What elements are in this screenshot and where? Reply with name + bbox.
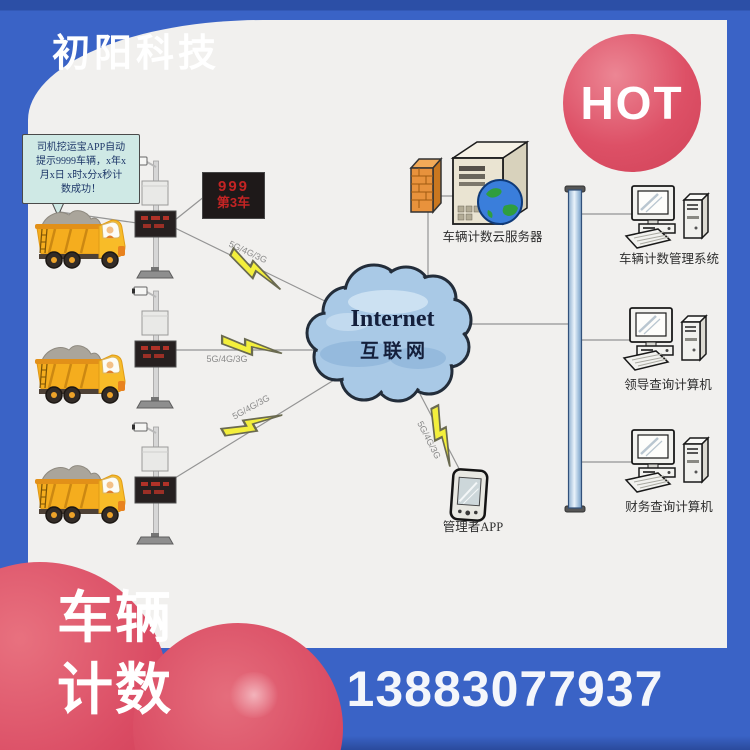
firewall-icon bbox=[409, 157, 443, 214]
hot-badge: HOT bbox=[563, 34, 701, 172]
desktop-computer-icon bbox=[624, 428, 710, 494]
manager-app-label: 管理者APP bbox=[442, 520, 504, 534]
blob-highlight bbox=[228, 672, 280, 718]
computer-label-management: 车辆计数管理系统 bbox=[618, 252, 719, 266]
desktop-computer-icon bbox=[624, 184, 710, 250]
led-vehicle-text: 第3车 bbox=[216, 195, 251, 210]
dump-truck-icon bbox=[33, 344, 127, 405]
pda-phone-icon bbox=[449, 468, 489, 522]
cloud-label-en: Internet bbox=[350, 306, 435, 332]
product-name-line2: 计数 bbox=[57, 658, 173, 721]
cloud-label-cn: 互联网 bbox=[359, 341, 429, 362]
roadside-led-display: 999 第3车 bbox=[202, 172, 265, 219]
product-name-line1: 车辆 bbox=[57, 586, 173, 649]
link-label-5g: 5G/4G/3G bbox=[206, 354, 248, 364]
backbone-bar-icon bbox=[564, 185, 586, 513]
product-name: 车辆 计数 bbox=[57, 582, 173, 726]
computer-label-finance: 财务查询计算机 bbox=[625, 500, 713, 514]
server-icon bbox=[450, 140, 530, 226]
company-name: 初阳科技 bbox=[52, 33, 221, 75]
dump-truck-icon bbox=[33, 464, 127, 525]
contact-phone-number: 13883077937 bbox=[346, 661, 664, 717]
led-count-text: 999 bbox=[217, 178, 250, 195]
internet-cloud-icon bbox=[305, 263, 473, 403]
server-label: 车辆计数云服务器 bbox=[442, 230, 543, 244]
globe-icon bbox=[477, 179, 523, 225]
camera-pole-icon bbox=[131, 422, 177, 545]
desktop-computer-icon bbox=[622, 306, 708, 372]
camera-pole-icon bbox=[131, 286, 177, 409]
hot-badge-text: HOT bbox=[580, 77, 684, 129]
computer-label-leader: 领导查询计算机 bbox=[624, 378, 712, 392]
driver-app-callout: 司机挖运宝APP自动 提示9999车辆，x年x 月x日 x时x分x秒计 数成功！ bbox=[22, 134, 140, 204]
